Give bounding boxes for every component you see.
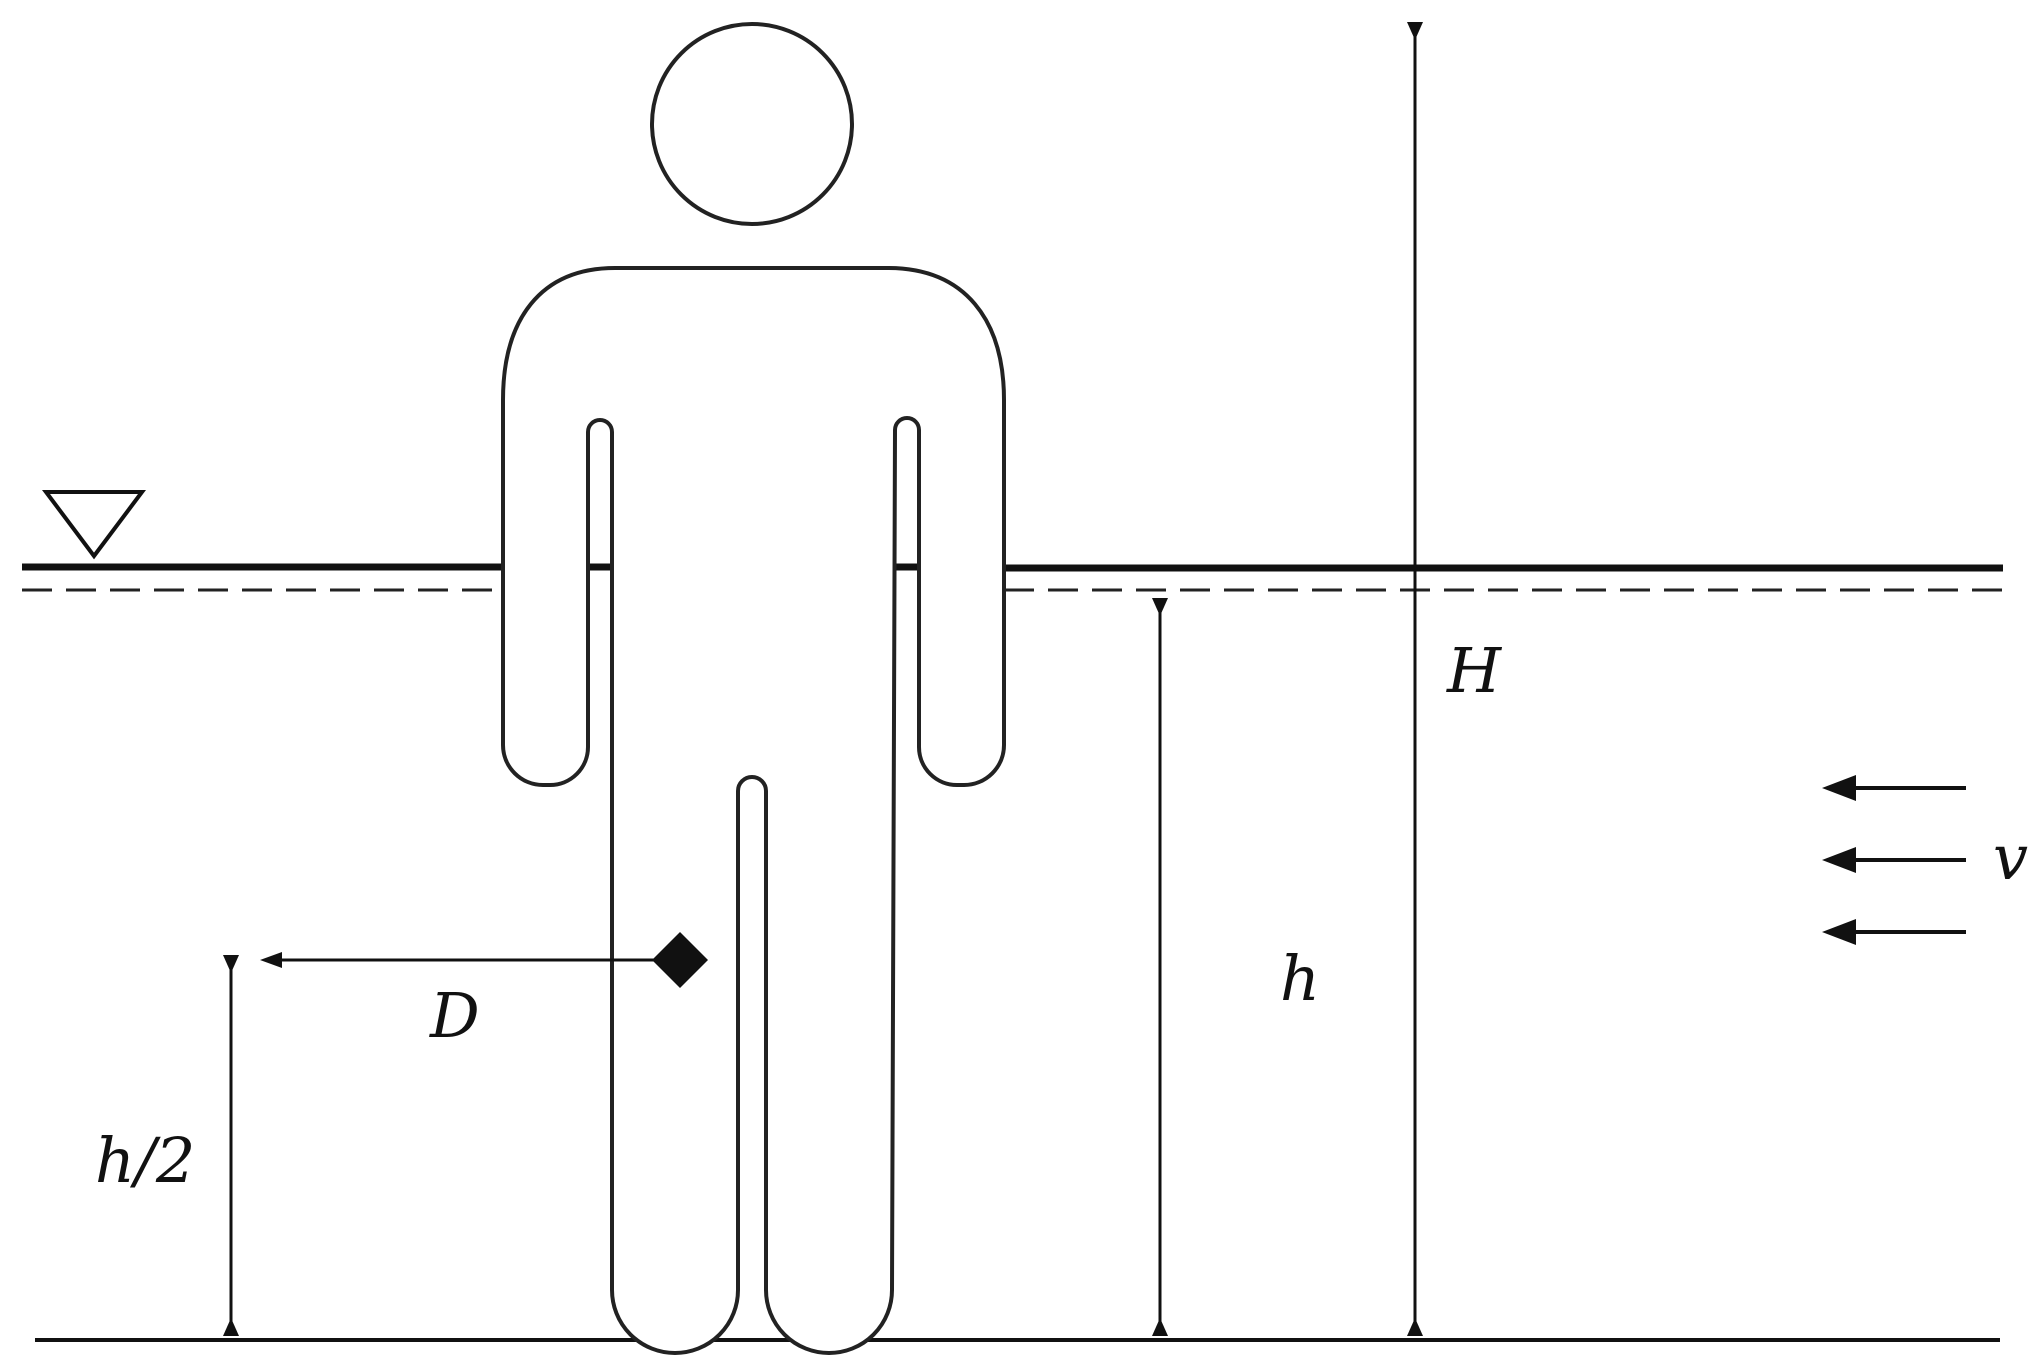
h-bottom-arrowhead (1152, 1318, 1168, 1336)
person-head (650, 22, 854, 226)
flow-arrowhead (1822, 775, 1856, 801)
label-H: H (1447, 634, 1502, 707)
H-top-arrowhead (1407, 22, 1423, 40)
h-half-top-arrowhead (223, 955, 239, 973)
flow-velocity-arrows (1822, 775, 1966, 945)
label-h: h (1280, 942, 1320, 1015)
D-force-arrowhead (260, 952, 282, 968)
force-application-point-icon (652, 932, 708, 988)
flow-arrowhead (1822, 847, 1856, 873)
person-body (501, 266, 1006, 1355)
h-half-bottom-arrowhead (223, 1318, 239, 1336)
water-level-symbol-icon (42, 490, 146, 560)
label-v: v (1993, 821, 2029, 894)
label-D: D (430, 979, 480, 1052)
h-top-arrowhead (1152, 598, 1168, 616)
flow-arrowhead (1822, 919, 1856, 945)
H-bottom-arrowhead (1407, 1318, 1423, 1336)
label-h-half: h/2 (95, 1124, 196, 1197)
